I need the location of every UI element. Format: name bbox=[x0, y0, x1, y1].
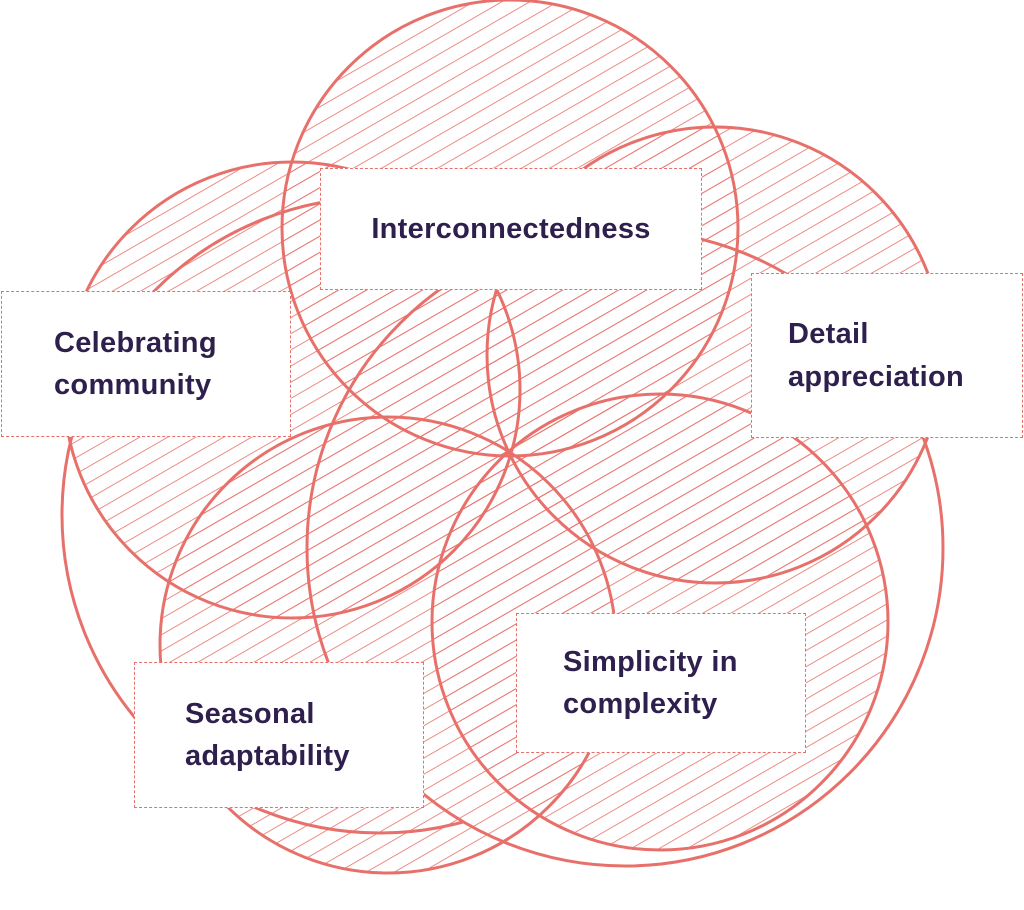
label-detail-appreciation: Detail appreciation bbox=[751, 273, 1023, 438]
label-celebrating-community-text: Celebrating community bbox=[54, 326, 217, 401]
label-celebrating-community: Celebrating community bbox=[1, 291, 291, 437]
label-simplicity-in-complexity-text: Simplicity in complexity bbox=[563, 645, 738, 720]
label-interconnectedness: Interconnectedness bbox=[320, 168, 702, 290]
label-simplicity-in-complexity: Simplicity in complexity bbox=[516, 613, 806, 753]
label-detail-appreciation-text: Detail appreciation bbox=[788, 318, 965, 393]
label-interconnectedness-text: Interconnectedness bbox=[371, 212, 651, 245]
label-seasonal-adaptability: Seasonal adaptability bbox=[134, 662, 424, 808]
label-seasonal-adaptability-text: Seasonal adaptability bbox=[185, 697, 350, 772]
